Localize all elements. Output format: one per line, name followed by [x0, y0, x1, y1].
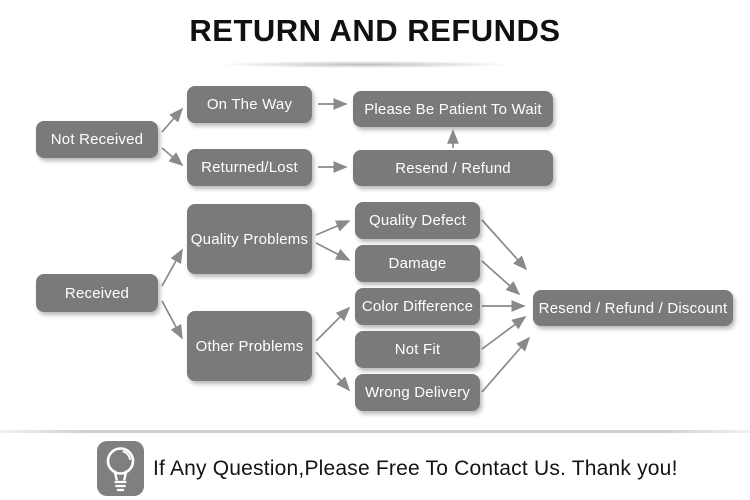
node-quality-defect: Quality Defect — [355, 202, 480, 239]
node-label: Wrong Delivery — [364, 384, 471, 401]
node-label: Damage — [388, 255, 447, 272]
node-resend-refund: Resend / Refund — [353, 150, 553, 186]
light-bulb-icon — [97, 441, 144, 496]
title-underline-shadow — [160, 60, 570, 69]
node-other-problems: Other Problems — [187, 311, 312, 381]
node-on-the-way: On The Way — [187, 86, 312, 123]
node-label: Other Problems — [195, 337, 304, 355]
light-bulb-glyph — [106, 447, 135, 492]
node-wrong-delivery: Wrong Delivery — [355, 374, 480, 411]
node-label: Received — [64, 284, 130, 302]
node-quality-problems: Quality Problems — [187, 204, 312, 274]
node-damage: Damage — [355, 245, 480, 282]
node-resend-refund-discount: Resend / Refund / Discount — [533, 290, 733, 326]
page-title: RETURN AND REFUNDS — [189, 13, 561, 48]
node-label: Returned/Lost — [201, 159, 298, 176]
node-returned-lost: Returned/Lost — [187, 149, 312, 186]
contact-message: If Any Question,Please Free To Contact U… — [153, 456, 678, 480]
node-color-difference: Color Difference — [355, 288, 480, 325]
node-not-fit: Not Fit — [355, 331, 480, 368]
node-label: Quality Problems — [190, 230, 309, 248]
node-label: Resend / Refund / Discount — [538, 299, 728, 317]
node-label: Quality Defect — [368, 212, 466, 229]
node-received: Received — [36, 274, 158, 312]
node-label: Not Received — [50, 131, 144, 148]
node-label: Not Fit — [394, 341, 441, 358]
node-label: Please Be Patient To Wait — [364, 100, 542, 118]
footer-divider — [0, 430, 750, 433]
node-label: Resend / Refund — [395, 159, 511, 177]
node-label: Color Difference — [361, 298, 474, 315]
node-label: On The Way — [206, 96, 293, 113]
node-not-received: Not Received — [36, 121, 158, 158]
node-please-be-patient: Please Be Patient To Wait — [353, 91, 553, 127]
